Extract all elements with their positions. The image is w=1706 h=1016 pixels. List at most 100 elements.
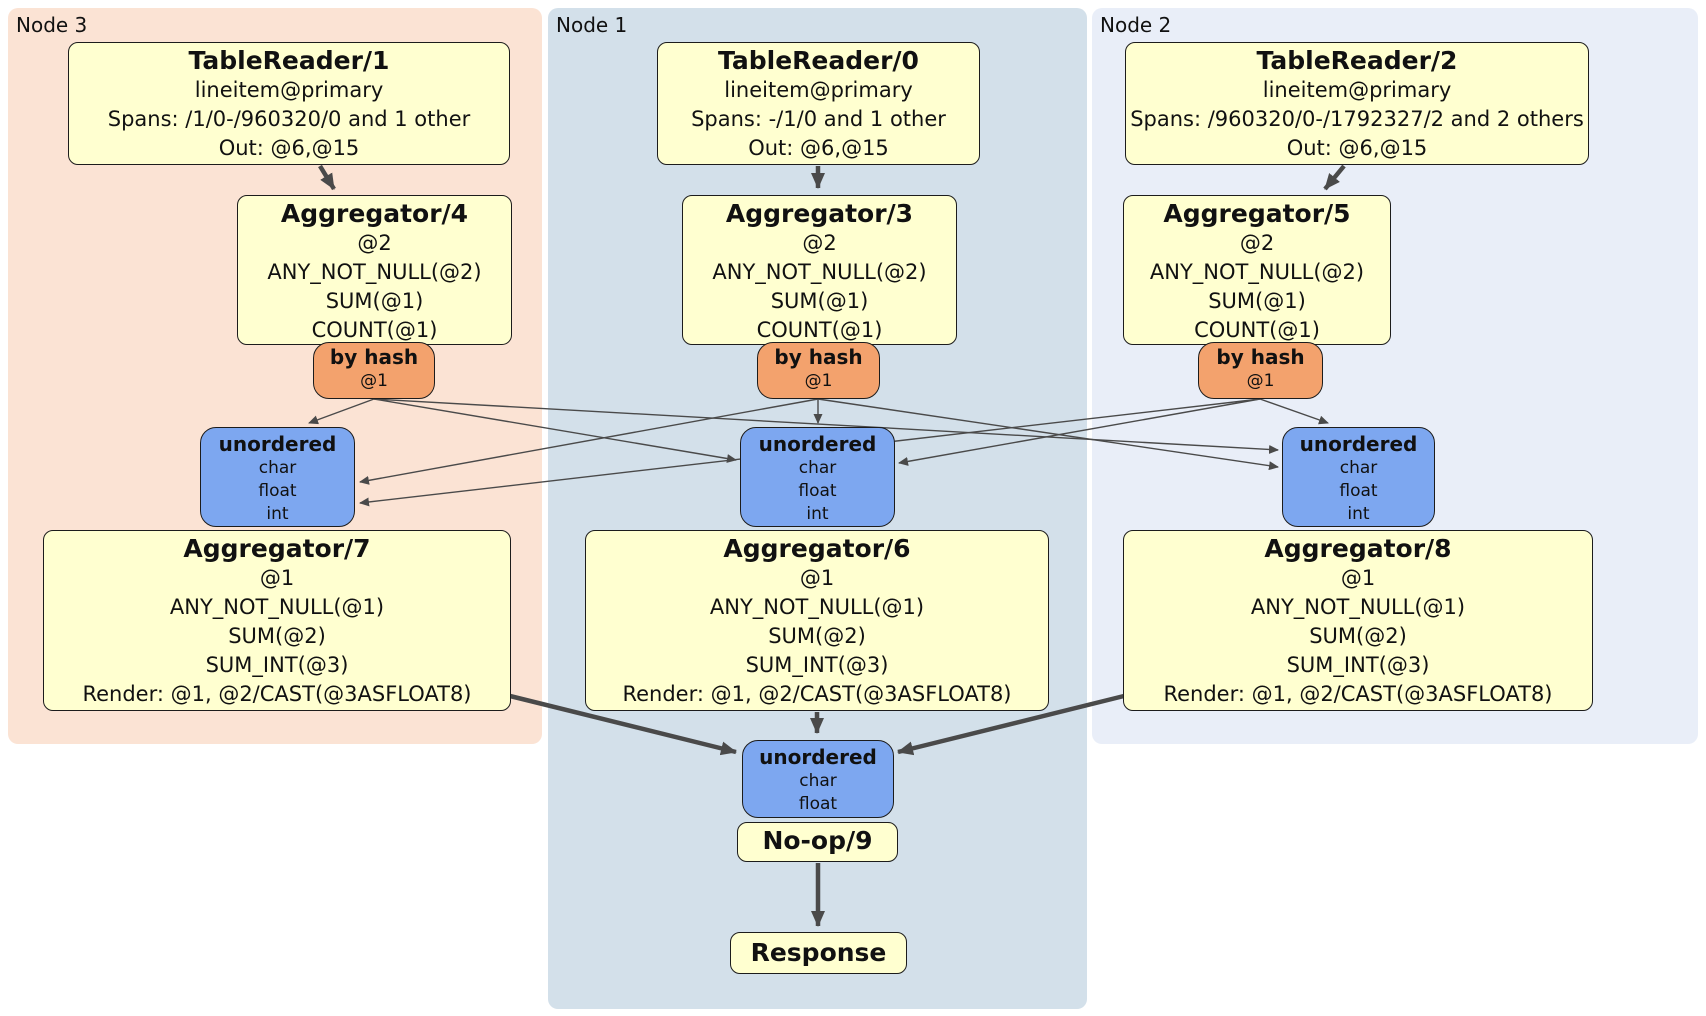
edge-router2-to-sync2 xyxy=(1259,398,1329,425)
node-title: TableReader/2 xyxy=(1256,46,1458,75)
edge-router2-to-sync1 xyxy=(898,398,1261,466)
node-detail-line: ANY_NOT_NULL(@1) xyxy=(709,595,925,619)
edge-aggregator8-to-final-sync xyxy=(897,692,1129,756)
node-detail-line: SUM_INT(@3) xyxy=(1286,653,1430,677)
router-title: by hash xyxy=(1216,345,1305,369)
aggregator-7-node: Aggregator/7 @1 ANY_NOT_NULL(@1) SUM(@2)… xyxy=(43,530,511,711)
node-detail-line: ANY_NOT_NULL(@2) xyxy=(267,260,482,284)
sync-column: float xyxy=(798,794,838,814)
node-3-unordered-sync: unordered char float int xyxy=(200,427,355,527)
node-detail-line: @1 xyxy=(1340,566,1376,590)
node-detail-line: lineitem@primary xyxy=(194,78,384,102)
node-2-hash-router: by hash @1 xyxy=(1198,342,1323,399)
node-detail-line: @2 xyxy=(1239,231,1275,255)
aggregator-3-node: Aggregator/3 @2 ANY_NOT_NULL(@2) SUM(@1)… xyxy=(682,195,957,345)
node-3-label: Node 3 xyxy=(16,13,88,37)
edge-router1-to-sync2 xyxy=(817,398,1279,471)
router-key: @1 xyxy=(360,371,388,391)
node-1-label: Node 1 xyxy=(556,13,628,37)
node-detail-line: Spans: /1/0-/960320/0 and 1 other xyxy=(107,107,471,131)
node-title: Aggregator/3 xyxy=(725,199,914,228)
node-detail-line: lineitem@primary xyxy=(724,78,913,102)
node-detail-line: Spans: /960320/0-/1792327/2 and 2 others xyxy=(1130,107,1584,131)
node-detail-line: SUM(@1) xyxy=(325,289,424,313)
node-detail-line: lineitem@primary xyxy=(1262,78,1452,102)
edge-router1-to-sync3 xyxy=(359,398,819,485)
node-detail-line: COUNT(@1) xyxy=(1194,318,1320,342)
sync-column: float xyxy=(798,481,837,501)
router-title: by hash xyxy=(774,345,863,369)
sync-column: char xyxy=(798,458,837,478)
edge-tablereader2-to-aggregator5 xyxy=(1323,164,1346,191)
sync-title: unordered xyxy=(218,432,337,456)
node-detail-line: Spans: -/1/0 and 1 other xyxy=(691,107,946,131)
node-detail-line: Out: @6,@15 xyxy=(1286,136,1428,160)
aggregator-4-node: Aggregator/4 @2 ANY_NOT_NULL(@2) SUM(@1)… xyxy=(237,195,512,345)
node-1-hash-router: by hash @1 xyxy=(757,342,880,399)
aggregator-8-node: Aggregator/8 @1 ANY_NOT_NULL(@1) SUM(@2)… xyxy=(1123,530,1593,711)
sync-column: char xyxy=(799,771,837,791)
node-title: No-op/9 xyxy=(762,826,873,855)
edge-aggregator7-to-final-sync xyxy=(505,692,737,756)
node-2-label: Node 2 xyxy=(1100,13,1172,37)
node-detail-line: COUNT(@1) xyxy=(311,318,438,342)
node-detail-line: SUM(@2) xyxy=(768,624,866,648)
node-detail-line: @2 xyxy=(802,231,837,255)
sync-column: int xyxy=(806,504,829,524)
node-title: Response xyxy=(750,938,887,967)
node-3-hash-router: by hash @1 xyxy=(313,342,435,399)
node-title: TableReader/0 xyxy=(718,46,919,75)
node-detail-line: COUNT(@1) xyxy=(756,318,883,342)
edge-router3-to-sync1 xyxy=(373,398,737,463)
node-detail-line: Render: @1, @2/CAST(@3ASFLOAT8) xyxy=(82,682,472,706)
sync-column: float xyxy=(1339,481,1378,501)
node-title: Aggregator/6 xyxy=(723,534,911,563)
edge-router3-to-sync3 xyxy=(308,398,375,425)
aggregator-5-node: Aggregator/5 @2 ANY_NOT_NULL(@2) SUM(@1)… xyxy=(1123,195,1391,345)
router-title: by hash xyxy=(329,345,419,369)
final-unordered-sync: unordered char float xyxy=(742,740,894,818)
node-title: TableReader/1 xyxy=(188,46,390,75)
node-detail-line: ANY_NOT_NULL(@2) xyxy=(712,260,927,284)
node-detail-line: SUM(@2) xyxy=(228,624,326,648)
node-detail-line: SUM(@1) xyxy=(1208,289,1306,313)
sync-title: unordered xyxy=(759,745,877,769)
node-title: Aggregator/8 xyxy=(1264,534,1452,563)
tablereader-2-node: TableReader/2 lineitem@primary Spans: /9… xyxy=(1125,42,1589,165)
sync-column: int xyxy=(266,504,289,524)
node-detail-line: ANY_NOT_NULL(@1) xyxy=(169,595,385,619)
node-detail-line: ANY_NOT_NULL(@1) xyxy=(1250,595,1466,619)
node-2-unordered-sync: unordered char float int xyxy=(1282,427,1435,527)
node-title: Aggregator/4 xyxy=(280,199,469,228)
node-title: Aggregator/7 xyxy=(183,534,371,563)
tablereader-0-node: TableReader/0 lineitem@primary Spans: -/… xyxy=(657,42,980,165)
node-detail-line: Render: @1, @2/CAST(@3ASFLOAT8) xyxy=(1163,682,1553,706)
aggregator-6-node: Aggregator/6 @1 ANY_NOT_NULL(@1) SUM(@2)… xyxy=(585,530,1049,711)
node-detail-line: @1 xyxy=(799,566,835,590)
node-detail-line: SUM(@2) xyxy=(1309,624,1407,648)
node-detail-line: Out: @6,@15 xyxy=(748,136,889,160)
node-detail-line: SUM_INT(@3) xyxy=(745,653,889,677)
edge-router3-to-sync2 xyxy=(373,398,1279,454)
response-node: Response xyxy=(730,932,907,974)
sync-column: char xyxy=(1339,458,1378,478)
sync-title: unordered xyxy=(1299,432,1418,456)
node-1-unordered-sync: unordered char float int xyxy=(740,427,895,527)
node-detail-line: Render: @1, @2/CAST(@3ASFLOAT8) xyxy=(622,682,1012,706)
node-detail-line: SUM(@1) xyxy=(770,289,869,313)
node-detail-line: @1 xyxy=(259,566,295,590)
node-detail-line: Out: @6,@15 xyxy=(218,136,360,160)
router-key: @1 xyxy=(1246,371,1275,391)
tablereader-1-node: TableReader/1 lineitem@primary Spans: /1… xyxy=(68,42,510,165)
router-key: @1 xyxy=(804,371,833,391)
node-title: Aggregator/5 xyxy=(1163,199,1351,228)
edge-tablereader1-to-aggregator4 xyxy=(318,164,336,191)
node-detail-line: @2 xyxy=(357,231,392,255)
sync-column: char xyxy=(258,458,297,478)
sync-column: int xyxy=(1347,504,1370,524)
sync-column: float xyxy=(258,481,297,501)
sync-title: unordered xyxy=(758,432,877,456)
node-detail-line: ANY_NOT_NULL(@2) xyxy=(1149,260,1365,284)
